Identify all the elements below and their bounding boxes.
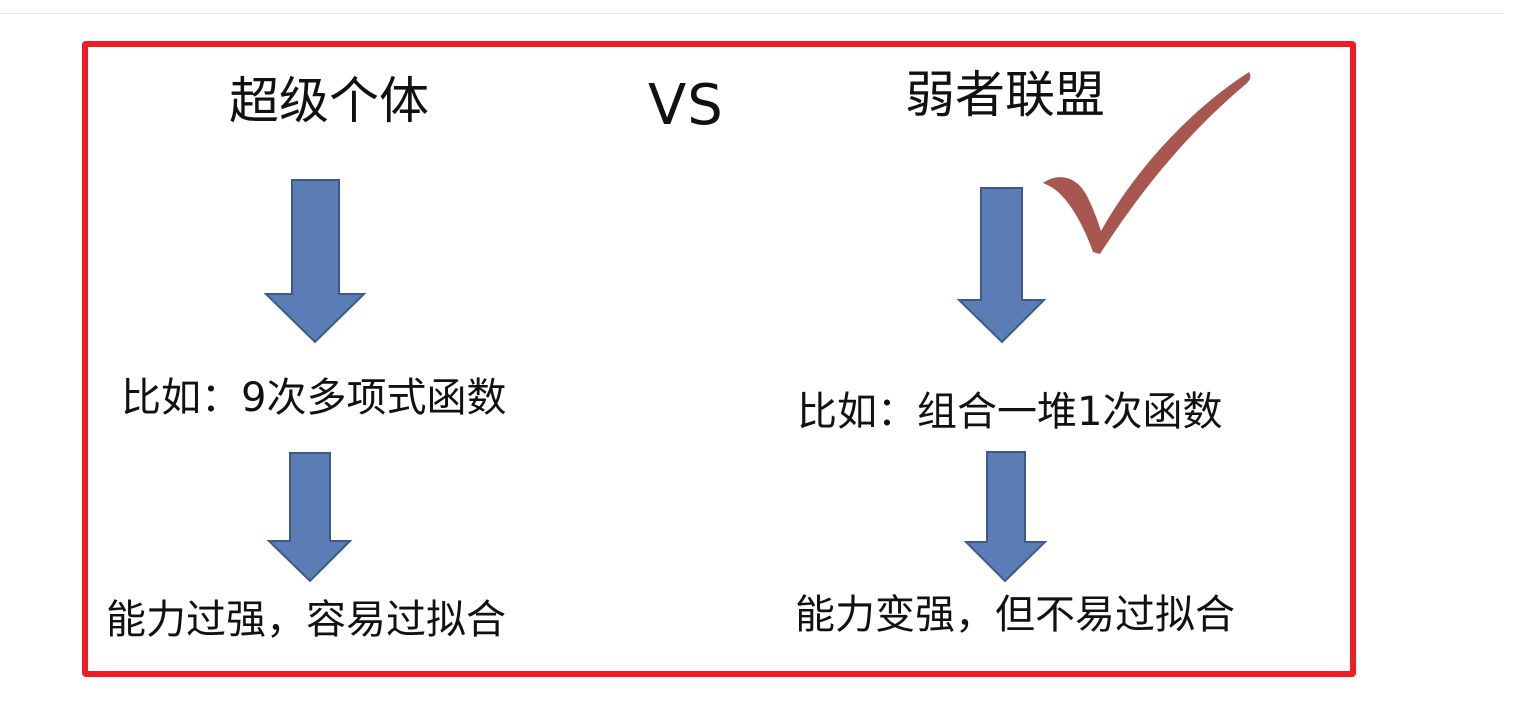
left-heading: 超级个体 [229, 72, 429, 130]
right-example: 比如：组合一堆1次函数 [797, 389, 1223, 435]
vs-label: VS [648, 73, 724, 138]
left-example: 比如：9次多项式函数 [121, 375, 507, 421]
top-divider [0, 13, 1504, 14]
right-heading: 弱者联盟 [905, 66, 1105, 124]
left-result: 能力过强，容易过拟合 [106, 597, 506, 643]
right-result: 能力变强，但不易过拟合 [795, 592, 1235, 638]
comparison-frame [82, 41, 1356, 677]
